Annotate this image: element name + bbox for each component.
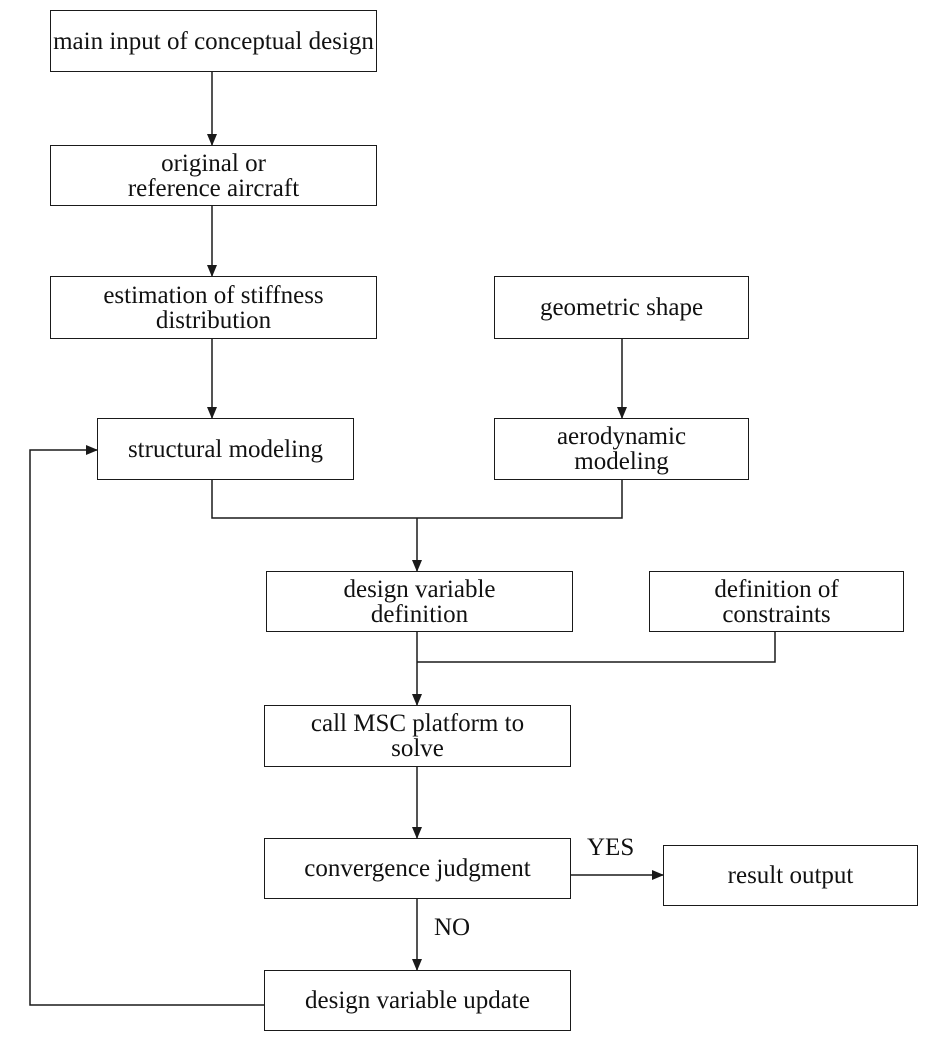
constraints-label: definition of constraints [714, 575, 839, 628]
convergence-label: convergence judgment [304, 855, 531, 882]
structural-modeling-label: structural modeling [127, 435, 324, 463]
merge-line-models [211, 479, 623, 519]
feedback-loop-arrow [29, 445, 264, 1006]
structural-modeling-box: structural modeling [97, 418, 354, 480]
update-box: design variable update [264, 970, 571, 1031]
result-output-label: result output [727, 862, 854, 889]
constraints-join-line [417, 631, 776, 663]
design-variable-definition-box: design variable definition [266, 571, 573, 632]
convergence-box: convergence judgment [264, 838, 571, 899]
geometric-shape-box: geometric shape [494, 276, 749, 339]
aerodynamic-modeling-label: aerodynamic modeling [556, 423, 687, 475]
stiffness-box: estimation of stiffness distribution [50, 276, 377, 339]
msc-solve-label: call MSC platform to solve [310, 710, 525, 762]
design-variable-definition-label: design variable definition [343, 575, 496, 628]
constraints-box: definition of constraints [649, 571, 904, 632]
update-label: design variable update [305, 987, 530, 1014]
original-aircraft-label: original or reference aircraft [127, 149, 300, 202]
geometric-shape-label: geometric shape [539, 294, 704, 321]
yes-label: YES [587, 834, 635, 861]
main-input-label: main input of conceptual design [53, 27, 374, 55]
original-aircraft-box: original or reference aircraft [50, 145, 377, 206]
msc-solve-box: call MSC platform to solve [264, 705, 571, 767]
no-label: NO [434, 914, 471, 941]
stiffness-label: estimation of stiffness distribution [103, 281, 324, 334]
aerodynamic-modeling-box: aerodynamic modeling [494, 418, 749, 480]
result-output-box: result output [663, 845, 918, 906]
main-input-box: main input of conceptual design [50, 10, 377, 72]
